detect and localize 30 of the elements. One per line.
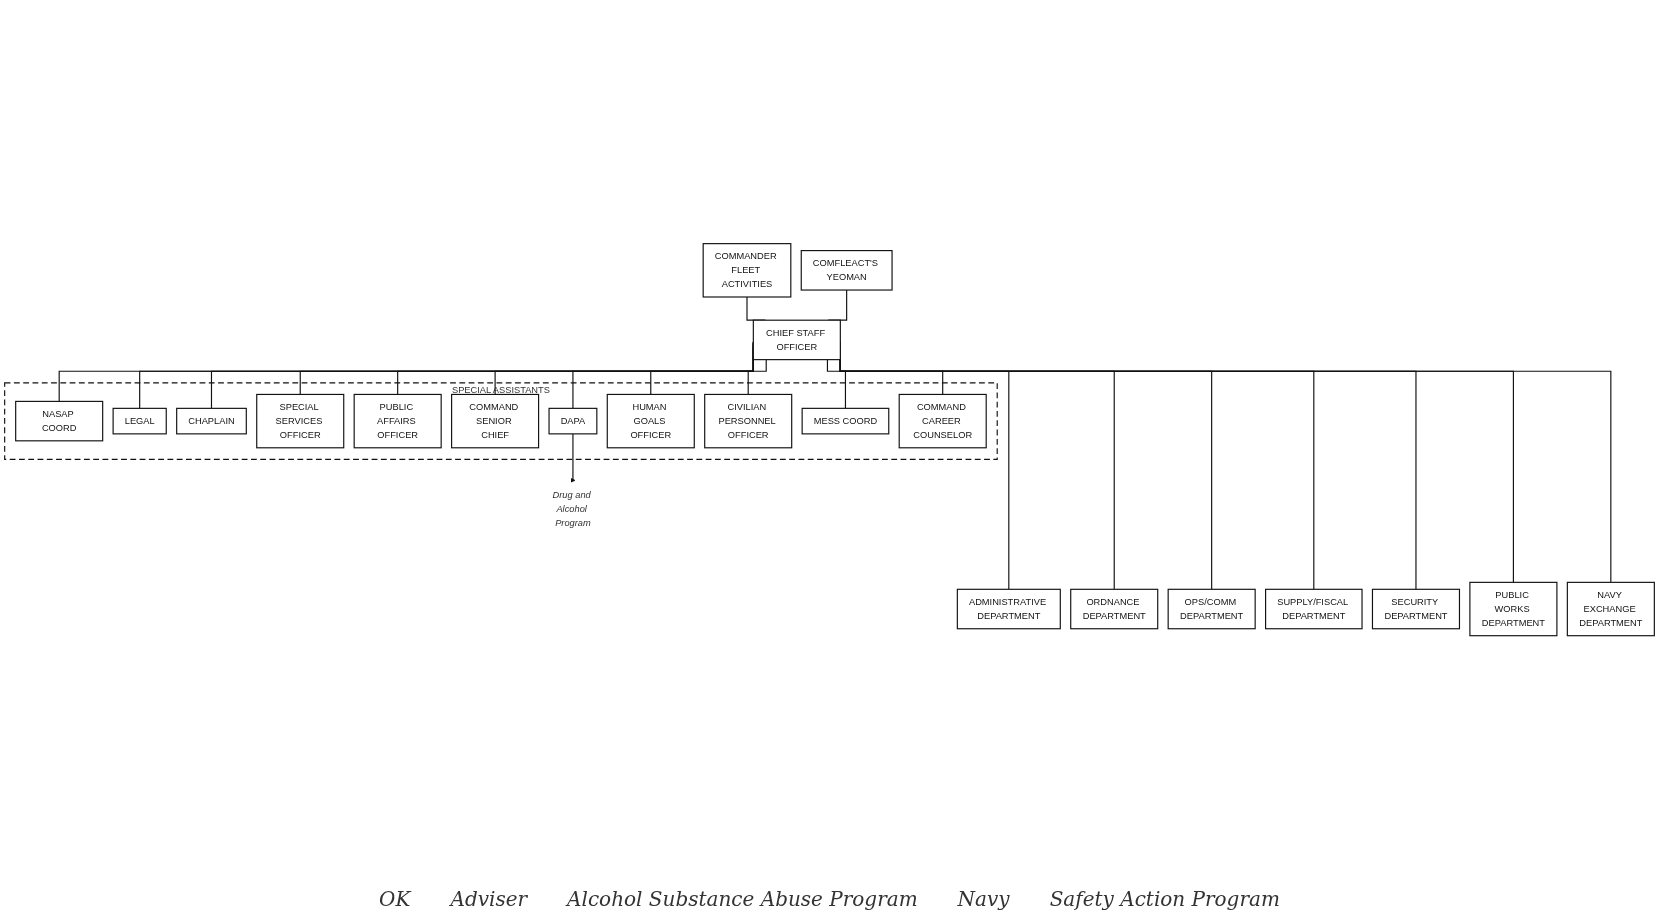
node-box: SPECIAL SERVICES OFFICER [256,393,345,449]
node-box: COMMAND SENIOR CHIEF [451,393,540,449]
node-box: COMMAND CAREER COUNSELOR [898,393,987,449]
node-box: CHAPLAIN [176,407,247,435]
node-box: OPS/COMM DEPARTMENT [1167,588,1256,630]
node-box: COMMANDER FLEET ACTIVITIES [702,242,792,298]
node-box: PUBLIC WORKS DEPARTMENT [1469,581,1558,637]
node-box: PUBLIC AFFAIRS OFFICER [353,393,442,449]
node-box: SUPPLY/FISCAL DEPARTMENT [1265,588,1363,630]
node-box: MESS COORD [801,407,890,435]
node-box: ORDNANCE DEPARTMENT [1070,588,1159,630]
handwritten-note: Alcohol Substance Abuse Program [567,887,918,911]
node-text: Drug and Alcohol Program [552,489,591,528]
node-box: LEGAL [112,407,167,435]
node-box: NASAP COORD [15,400,104,442]
node-box: COMFLEACT'S YEOMAN [800,249,893,291]
node-box: DAPA [548,407,598,435]
node-box: NAVY EXCHANGE DEPARTMENT [1566,581,1655,637]
node-box: CIVILIAN PERSONNEL OFFICER [704,393,793,449]
node-box: HUMAN GOALS OFFICER [606,393,695,449]
handwritten-note: Adviser [450,887,528,911]
connector [747,358,767,395]
handwritten-note: Navy [957,887,1010,911]
arrow [570,433,576,483]
handwritten-note: Safety Action Program [1049,887,1280,911]
node-box: CHIEF STAFF OFFICER [752,319,841,361]
handwritten-note: OK [379,887,411,911]
node-box: SECURITY DEPARTMENT [1371,588,1461,630]
connector [826,358,847,409]
node-box: ADMINISTRATIVE DEPARTMENT [956,588,1061,630]
